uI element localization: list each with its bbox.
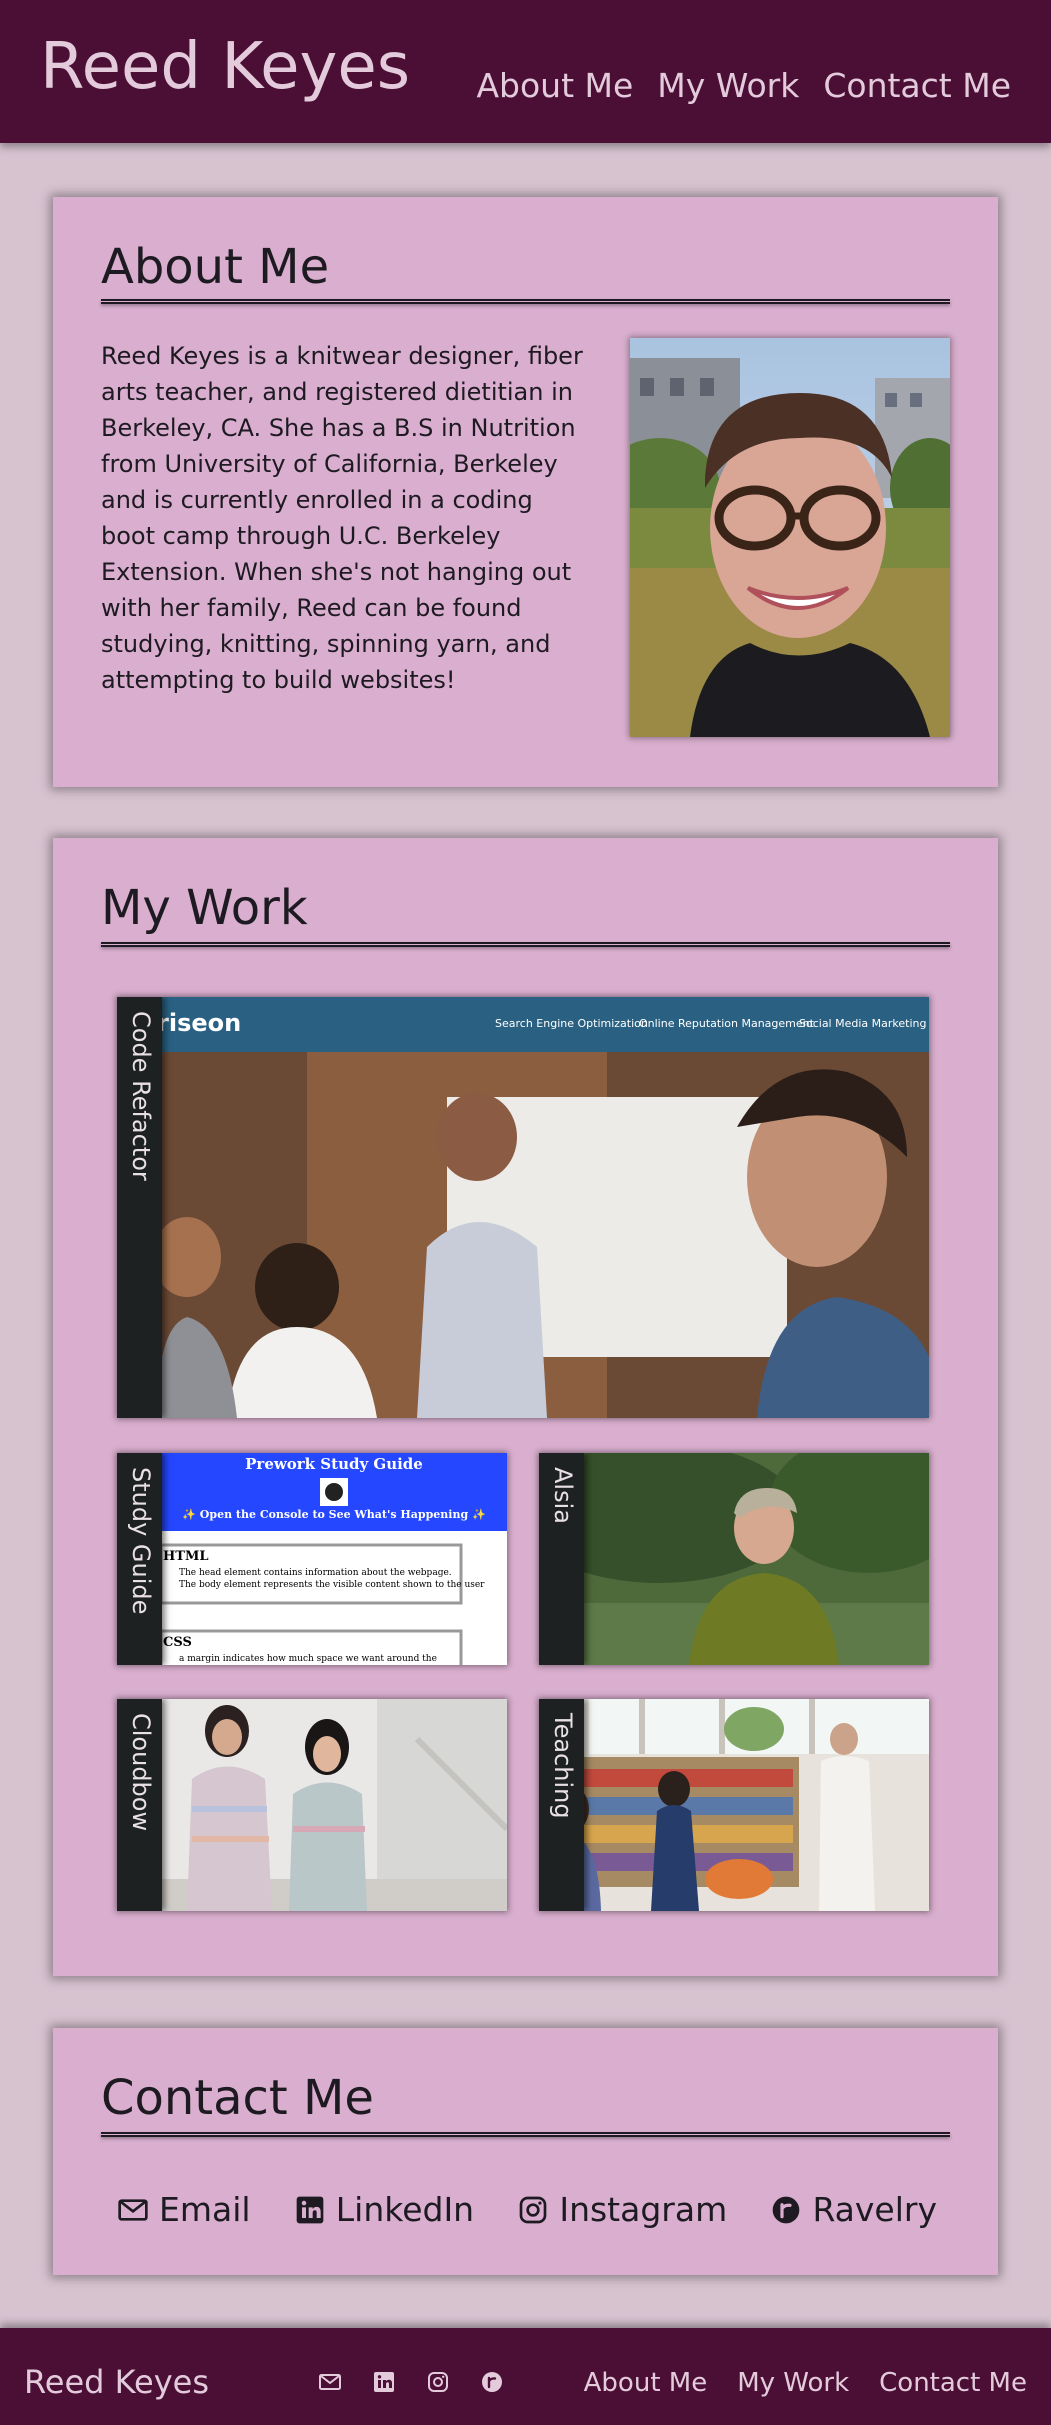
contact-section: Contact Me Email LinkedIn Instagram Rave… bbox=[53, 2028, 998, 2275]
project-label-tab: Code Refactor bbox=[117, 997, 162, 1418]
contact-divider bbox=[101, 2132, 950, 2137]
about-bio: Reed Keyes is a knitwear designer, fiber… bbox=[101, 342, 583, 694]
project-label: Alsia bbox=[549, 1467, 577, 1524]
project-teaching[interactable]: Teaching bbox=[539, 1699, 929, 1911]
ravelry-label: Ravelry bbox=[812, 2190, 937, 2229]
site-nav-social: Social Media Marketing bbox=[799, 1017, 926, 1030]
envelope-icon bbox=[118, 2198, 148, 2221]
work-title: My Work bbox=[101, 880, 308, 936]
instagram-link[interactable]: Instagram bbox=[517, 2190, 727, 2229]
work-divider bbox=[101, 942, 950, 947]
profile-photo bbox=[630, 338, 950, 737]
project-screenshot bbox=[117, 1699, 507, 1911]
site-brand[interactable]: Reed Keyes bbox=[40, 30, 411, 104]
nav-about-me[interactable]: About Me bbox=[476, 66, 634, 105]
project-screenshot bbox=[539, 1453, 929, 1665]
project-label: Study Guide bbox=[127, 1467, 155, 1615]
contact-links: Email LinkedIn Instagram Ravelry bbox=[117, 2190, 937, 2229]
guide-html-heading: HTML bbox=[163, 1549, 209, 1564]
linkedin-link[interactable]: LinkedIn bbox=[294, 2190, 474, 2229]
project-label: Teaching bbox=[549, 1713, 577, 1819]
project-label-tab: Study Guide bbox=[117, 1453, 162, 1665]
project-screenshot: Prework Study Guide ✨ Open the Console t… bbox=[117, 1453, 507, 1665]
site-brand-text: riseon bbox=[157, 1009, 241, 1037]
guide-title: Prework Study Guide bbox=[245, 1455, 423, 1473]
work-section: My Work riseon Search Engine Optimizatio… bbox=[53, 838, 998, 1976]
project-screenshot: riseon Search Engine Optimization Online… bbox=[117, 997, 929, 1418]
guide-html-item: The body element represents the visible … bbox=[179, 1580, 485, 1590]
email-label: Email bbox=[159, 2190, 251, 2229]
site-footer: Reed Keyes About Me My Work Contact Me bbox=[0, 2328, 1051, 2425]
guide-banner: ✨ Open the Console to See What's Happeni… bbox=[182, 1508, 486, 1521]
project-code-refactor[interactable]: riseon Search Engine Optimization Online… bbox=[117, 997, 929, 1418]
linkedin-icon bbox=[374, 2372, 394, 2392]
footer-nav-about-me[interactable]: About Me bbox=[583, 2368, 708, 2398]
nav-contact-me[interactable]: Contact Me bbox=[823, 66, 1011, 105]
project-label: Code Refactor bbox=[127, 1011, 155, 1181]
about-title: About Me bbox=[101, 239, 330, 295]
site-nav-reputation: Online Reputation Management bbox=[639, 1017, 815, 1030]
footer-brand[interactable]: Reed Keyes bbox=[24, 2363, 210, 2401]
instagram-icon bbox=[428, 2372, 448, 2392]
project-label-tab: Cloudbow bbox=[117, 1699, 162, 1911]
instagram-label: Instagram bbox=[559, 2190, 728, 2229]
footer-nav-contact-me[interactable]: Contact Me bbox=[879, 2368, 1027, 2398]
guide-html-item: The head element contains information ab… bbox=[179, 1568, 452, 1578]
about-divider bbox=[101, 299, 950, 304]
project-label: Cloudbow bbox=[127, 1713, 155, 1832]
footer-ravelry-link[interactable] bbox=[480, 2370, 504, 2394]
ravelry-link[interactable]: Ravelry bbox=[770, 2190, 937, 2229]
guide-css-heading: CSS bbox=[163, 1635, 192, 1650]
footer-linkedin-link[interactable] bbox=[372, 2370, 396, 2394]
project-study-guide[interactable]: Prework Study Guide ✨ Open the Console t… bbox=[117, 1453, 507, 1665]
nav-my-work[interactable]: My Work bbox=[657, 66, 800, 105]
project-alsia[interactable]: Alsia bbox=[539, 1453, 929, 1665]
footer-email-link[interactable] bbox=[318, 2370, 342, 2394]
project-label-tab: Teaching bbox=[539, 1699, 584, 1911]
linkedin-label: LinkedIn bbox=[335, 2190, 475, 2229]
main-nav: About Me My Work Contact Me bbox=[476, 66, 1011, 105]
envelope-icon bbox=[319, 2374, 341, 2390]
footer-instagram-link[interactable] bbox=[426, 2370, 450, 2394]
footer-social-icons bbox=[318, 2370, 504, 2394]
project-label-tab: Alsia bbox=[539, 1453, 584, 1665]
project-cloudbow[interactable]: Cloudbow bbox=[117, 1699, 507, 1911]
ravelry-icon bbox=[773, 2196, 800, 2223]
site-header: Reed Keyes About Me My Work Contact Me bbox=[0, 0, 1051, 143]
instagram-icon bbox=[520, 2196, 547, 2223]
about-section: About Me Reed Keyes is a knitwear design… bbox=[53, 197, 998, 787]
footer-nav: About Me My Work Contact Me bbox=[584, 2368, 1027, 2398]
email-link[interactable]: Email bbox=[117, 2190, 251, 2229]
ravelry-icon bbox=[482, 2372, 502, 2392]
site-nav-seo: Search Engine Optimization bbox=[495, 1017, 648, 1030]
project-screenshot bbox=[539, 1699, 929, 1911]
guide-css-item: a margin indicates how much space we wan… bbox=[179, 1654, 437, 1664]
footer-nav-my-work[interactable]: My Work bbox=[737, 2368, 850, 2398]
contact-title: Contact Me bbox=[101, 2070, 374, 2126]
linkedin-icon bbox=[296, 2196, 324, 2223]
